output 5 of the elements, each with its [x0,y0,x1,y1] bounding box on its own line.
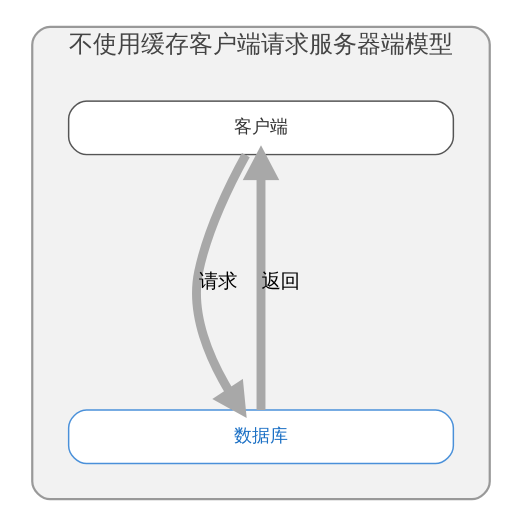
node-box: 数据库 [67,408,454,464]
edge-label: 返回 [260,268,299,292]
edge-label: 请求 [198,268,236,292]
node-box: 客户端 [67,100,454,155]
arrow [242,144,279,410]
